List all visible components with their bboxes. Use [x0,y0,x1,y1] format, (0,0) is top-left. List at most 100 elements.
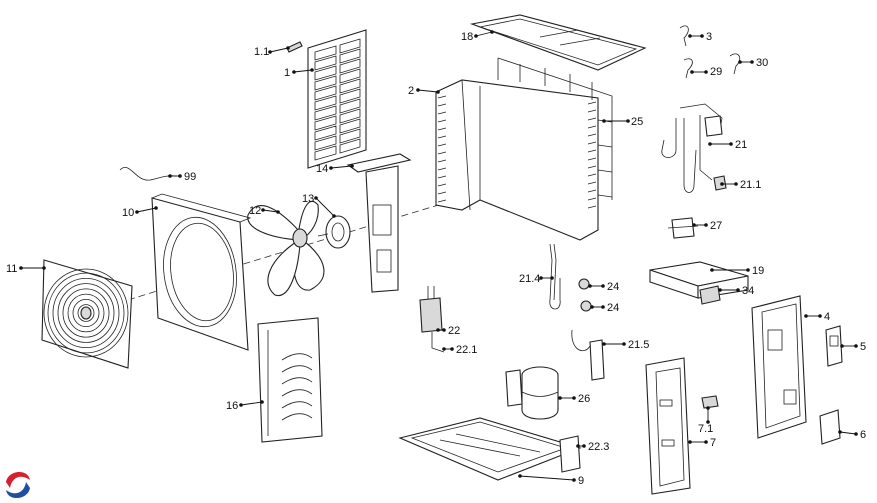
leader-dot [854,344,858,348]
part-label-front-grille: 11 [6,263,17,275]
motor-bracket-drawing [346,153,412,293]
part-label-handle: 5 [860,341,866,353]
callout-axial-fan: 12 [249,205,280,217]
valve-assembly-drawing [661,103,727,193]
callout-rear-grille: 1 [284,67,314,79]
control-box-drawing [649,261,749,305]
callout-condenser: 2 [408,85,440,97]
part-label-coil-guard: 25 [631,116,643,128]
callout-valve-bracket: 22.3 [576,441,609,453]
leader-dot [840,344,844,348]
part-label-four-way-valve-assembly: 21 [735,139,747,151]
callout-valve-nut-b: 24 [590,302,619,314]
valve-cover-drawing [819,409,841,445]
leader-line [136,207,157,213]
part-label-clip-30: 30 [756,57,768,69]
callout-clip-3: 3 [688,31,712,43]
callout-valve-cap: 22.1 [442,344,477,356]
leader-dot [708,142,712,146]
leader-dot [539,276,543,280]
leader-line [240,401,263,406]
reactor-drawing [667,217,699,239]
top-cover-drawing [469,14,647,71]
part-label-accumulator-pipe: 21.5 [628,339,649,351]
leader-dot [576,444,580,448]
leader-dot [704,70,708,74]
leader-dot [436,90,440,94]
callout-valve-coil: 21.1 [720,179,761,191]
valve-cover-panel-drawing [645,357,691,495]
capillary-pipe-drawing [549,243,561,310]
base-pan-drawing [398,417,582,481]
leader-dot [261,208,265,212]
leader-dot [706,406,710,410]
service-valve-drawing [419,286,445,353]
part-label-valve-cover-panel: 7 [710,437,716,449]
leader-line [293,69,313,73]
callout-terminal-block: 34 [718,285,754,297]
leader-dot [178,174,182,178]
leader-dot [704,440,708,444]
leader-dot [442,328,446,332]
leader-dot [154,206,158,210]
leader-line [330,165,353,169]
part-label-base-pan: 9 [578,475,584,487]
part-label-screw: 1.1 [254,46,269,58]
leader-line [839,431,857,435]
leader-dot [738,60,742,64]
leader-dot [260,400,264,404]
callout-control-box: 19 [710,265,764,277]
callout-cover-screw: 7.1 [698,406,713,435]
part-label-valve-cap: 22.1 [456,344,477,356]
leader-dot [442,347,446,351]
leader-dot [314,196,318,200]
leader-dot [736,288,740,292]
part-label-axial-fan: 12 [249,205,261,217]
leader-dot [416,88,420,92]
screw-drawing [286,41,303,53]
callout-valve-cover-panel: 7 [688,437,716,449]
fan-motor-drawing [317,215,351,249]
cover-screw-drawing [701,395,719,409]
part-label-capillary-tube: 21.4 [519,273,540,285]
clip-drawings [679,25,741,79]
callout-valve-nut-a: 24 [588,281,619,293]
leader-dot [710,268,714,272]
handle-drawing [825,325,843,367]
callout-service-valve: 22 [436,325,460,337]
leader-dot [135,210,139,214]
callout-front-grille: 11 [6,263,46,275]
leader-dot [688,34,692,38]
callout-compressor: 26 [558,393,590,405]
leader-dot [750,60,754,64]
part-label-clip-3: 3 [706,31,712,43]
rear-grille-drawing [307,29,367,169]
leader-dot [474,34,478,38]
callout-capillary-tube: 21.4 [519,273,554,285]
leader-dot [276,210,280,214]
leader-dot [286,46,290,50]
leader-dot [602,119,606,123]
leader-dot [729,142,733,146]
leader-dot [518,474,522,478]
part-label-front-panel: 10 [122,207,134,219]
part-label-valve-bracket: 22.3 [588,441,609,453]
front-panel-drawing [151,193,252,351]
leader-dot [450,347,454,351]
accumulator-pipe-drawing [571,329,605,381]
callout-screw: 1.1 [254,46,290,58]
callout-accumulator-pipe: 21.5 [602,339,649,351]
leader-line [269,47,289,53]
leader-dot [626,119,630,123]
callout-motor-bracket: 14 [316,163,354,175]
leader-dot [602,342,606,346]
part-label-rear-grille: 1 [284,67,290,79]
leader-line [315,197,335,217]
part-label-top-cover: 18 [461,31,473,43]
valve-bracket-drawing [559,435,581,473]
condenser-drawing [435,79,599,241]
callout-coil-guard: 25 [602,116,643,128]
leader-dot [720,182,724,186]
part-label-motor-bracket: 14 [316,163,328,175]
front-grille-drawing [41,259,133,369]
